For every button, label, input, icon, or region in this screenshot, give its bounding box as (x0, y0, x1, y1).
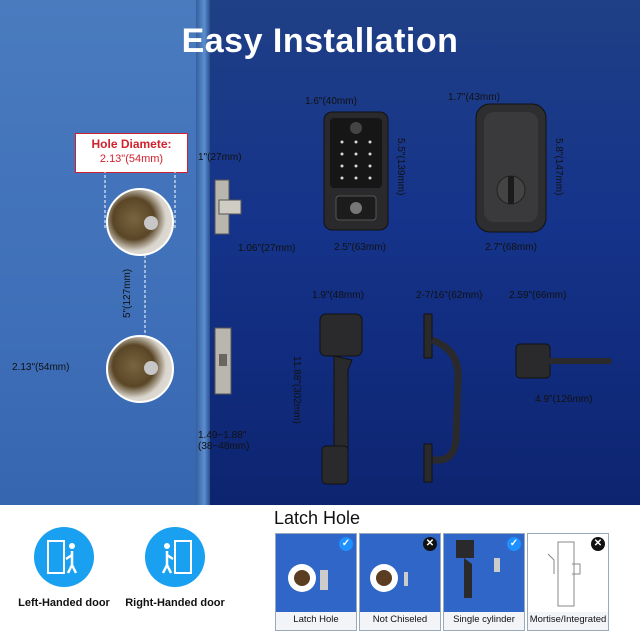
right-handed-door-label: Right-Handed door (125, 597, 225, 609)
latch-card-latch-hole: ✓ Latch Hole (275, 533, 357, 631)
lever-length-label: 4.9"(126mm) (535, 394, 593, 405)
page-title: Easy Installation (181, 22, 459, 60)
latch-bore-photo (106, 335, 174, 403)
interior-depth-label: 1.7"(43mm) (448, 92, 500, 103)
cross-icon: ✕ (591, 537, 605, 551)
latch-card-label: Mortise/Integrated (529, 614, 607, 625)
latch-card-single-cylinder: ✓ Single cylinder (443, 533, 525, 631)
keypad-width-label: 2.5"(63mm) (334, 242, 386, 253)
strike-plate-bottom (214, 327, 232, 395)
latch-card-not-chiseled: ✕ Not Chiseled (359, 533, 441, 631)
right-handed-door-icon (145, 527, 205, 587)
handle-width-label: 1.9"(48mm) (312, 290, 364, 301)
latch-card-label: Latch Hole (293, 614, 339, 625)
strike-plate-top (214, 179, 242, 235)
strike-width-label: 1"(27mm) (198, 152, 242, 163)
handle-height-label: 11.88"(302mm) (291, 356, 302, 424)
check-icon: ✓ (507, 537, 521, 551)
backset-mm-label: (38~48mm) (198, 441, 250, 452)
door-edge (196, 0, 210, 505)
lever-depth-label: 2.59"(66mm) (509, 290, 567, 301)
check-icon: ✓ (339, 537, 353, 551)
handleset-side (423, 313, 462, 483)
keypad-lock (323, 111, 389, 231)
wall-background (210, 0, 640, 505)
interior-height-label: 5.8"(147mm) (553, 138, 564, 196)
strike-height-label: 1.06"(27mm) (238, 243, 296, 254)
left-handed-door-label: Left-Handed door (18, 597, 110, 609)
bore-spacing-label: 5"(127mm) (122, 268, 133, 318)
backset-label: 1.49~1.88" (198, 430, 247, 441)
keypad-height-label: 5.5"(139mm) (395, 138, 406, 196)
handleset-front (319, 313, 363, 485)
hole-diameter-box: Hole Diamete: 2.13"(54mm) (75, 133, 188, 173)
left-handed-door-icon (34, 527, 94, 587)
interior-unit (475, 103, 547, 233)
latch-hole-title: Latch Hole (274, 508, 361, 528)
cross-icon: ✕ (423, 537, 437, 551)
latch-card-label: Single cylinder (453, 614, 515, 625)
hole-diameter-value: 2.13"(54mm) (99, 153, 164, 165)
latch-card-mortise: ✕ Mortise/Integrated (527, 533, 609, 631)
handle-depth-label: 2-7/16"(62mm) (416, 290, 483, 301)
bore-diameter-label: 2.13"(54mm) (12, 362, 70, 373)
keypad-depth-label: 1.6"(40mm) (305, 96, 357, 107)
latch-card-label: Not Chiseled (372, 614, 428, 625)
hole-diameter-heading: Hole Diamete: (91, 137, 172, 151)
interior-lever (515, 343, 612, 379)
deadbolt-bore-photo (106, 188, 174, 256)
interior-width-label: 2.7"(68mm) (485, 242, 537, 253)
